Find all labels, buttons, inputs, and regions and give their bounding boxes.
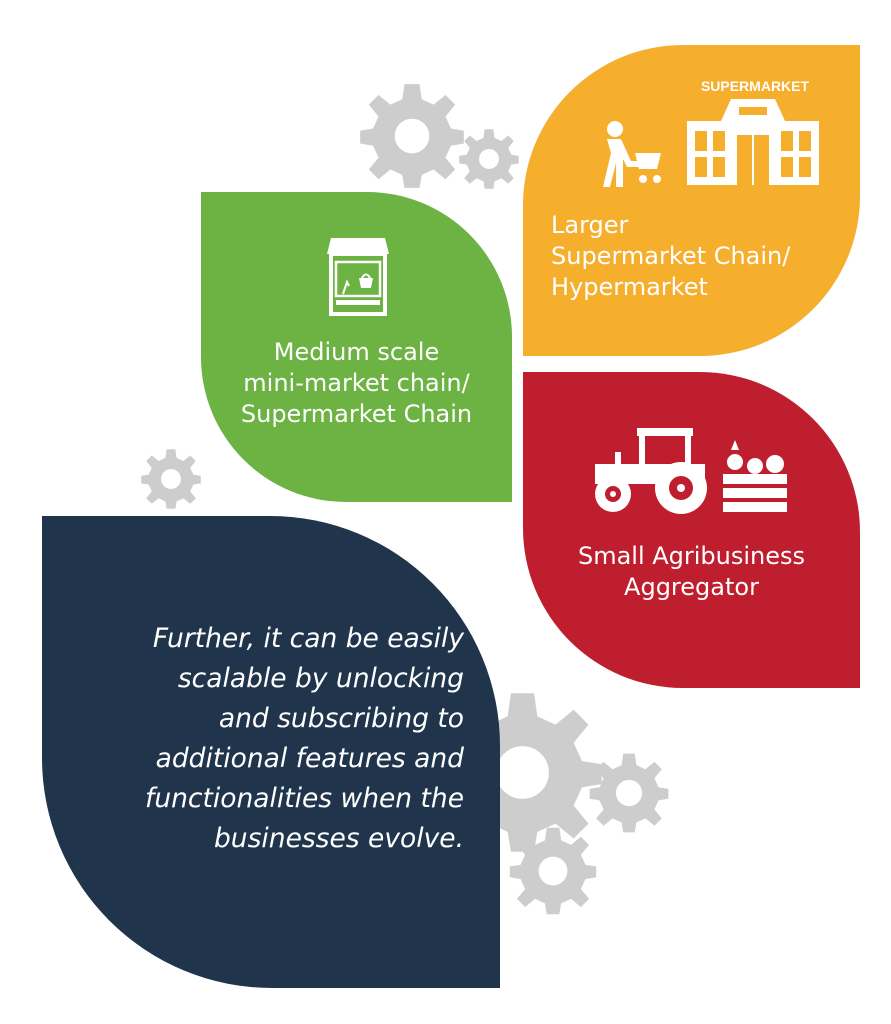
note-line: functionalities when the — [145, 783, 464, 814]
medium-scale-leaf: Medium scale mini-market chain/ Supermar… — [201, 192, 512, 502]
scalability-note-text: Further, it can be easily scalable by un… — [64, 619, 464, 859]
gear-icon — [360, 84, 464, 188]
label-line: Supermarket Chain/ — [551, 242, 791, 270]
small-agribusiness-label: Small Agribusiness Aggregator — [523, 541, 860, 603]
label-line: Small Agribusiness — [577, 542, 806, 570]
label-line: mini-market chain/ — [243, 369, 470, 397]
note-line: scalable by unlocking — [177, 663, 464, 694]
supermarket-building-icon: SUPERMARKET — [603, 78, 819, 187]
gear-icon — [141, 449, 201, 509]
note-line: businesses evolve. — [213, 823, 464, 854]
label-line: Supermarket Chain — [240, 400, 473, 428]
note-line: and subscribing to — [218, 703, 464, 734]
gear-icon — [509, 827, 597, 915]
tractor-produce-icon — [595, 428, 787, 514]
label-line: Aggregator — [624, 573, 759, 601]
scalability-note-leaf: Further, it can be easily scalable by un… — [42, 516, 500, 988]
supermarket-sign: SUPERMARKET — [701, 78, 810, 94]
label-line: Hypermarket — [551, 273, 708, 301]
larger-supermarket-leaf: SUPERMARKET Larger Supermarket Chain/ Hy… — [523, 45, 860, 356]
label-line: Larger — [551, 211, 629, 239]
gear-icon — [589, 753, 669, 833]
medium-scale-label: Medium scale mini-market chain/ Supermar… — [201, 337, 512, 430]
label-line: Medium scale — [273, 338, 440, 366]
larger-supermarket-label: Larger Supermarket Chain/ Hypermarket — [551, 210, 790, 303]
note-line: Further, it can be easily — [152, 623, 464, 654]
small-agribusiness-leaf: Small Agribusiness Aggregator — [523, 372, 860, 688]
shop-kiosk-icon — [327, 238, 389, 316]
note-line: additional features and — [155, 743, 464, 774]
gear-icon — [459, 129, 519, 189]
